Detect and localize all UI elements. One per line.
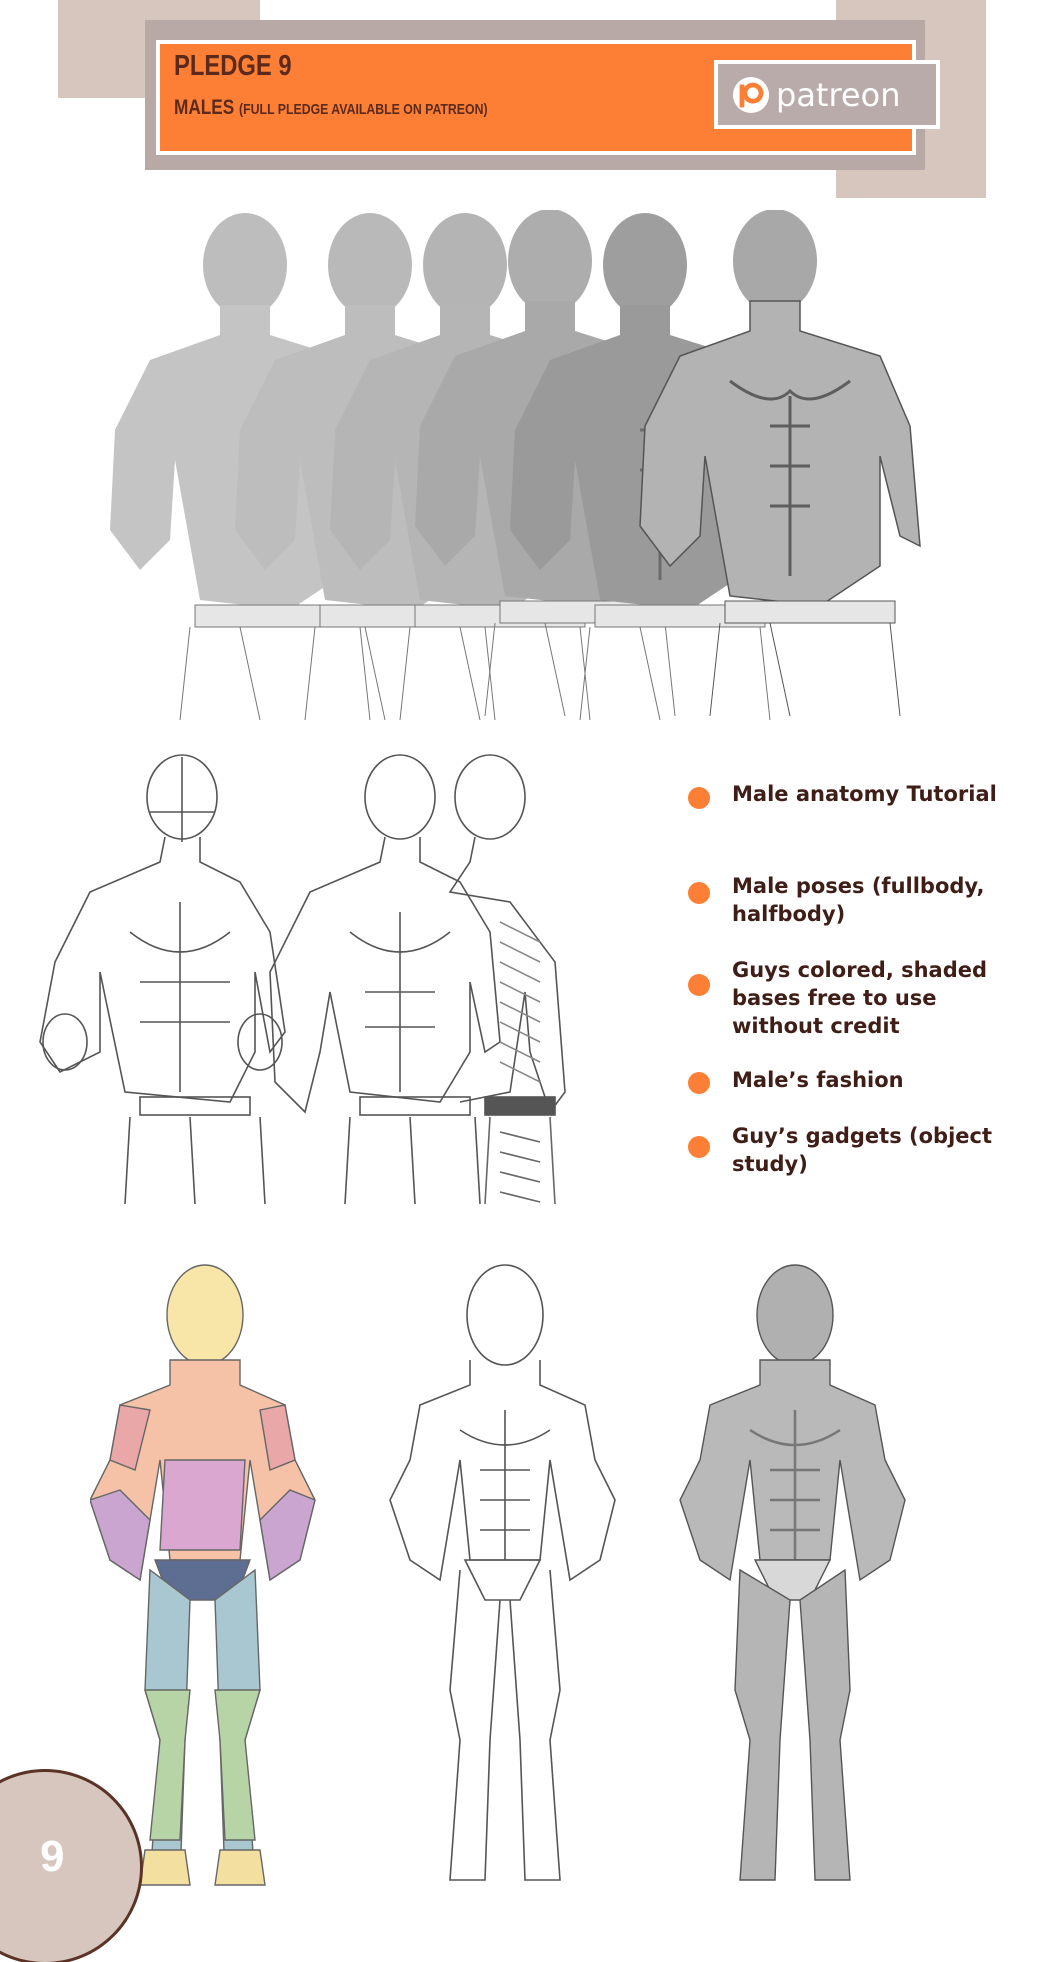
feature-text: Guy’s gadgets (object study): [732, 1124, 993, 1176]
pledge-title: PLEDGE 9: [174, 50, 292, 82]
feature-text: Male anatomy Tutorial: [732, 782, 997, 806]
bullet-icon: [688, 974, 710, 996]
page-number: 9: [40, 1832, 65, 1881]
pledge-subtitle-note: (FULL PLEDGE AVAILABLE ON PATREON): [239, 101, 488, 118]
pledge-subtitle-main: MALES: [174, 96, 235, 119]
bullet-icon: [688, 882, 710, 904]
pledge-subtitle: MALES (FULL PLEDGE AVAILABLE ON PATREON): [174, 96, 488, 120]
patreon-logo-icon: [732, 76, 770, 113]
patreon-brand-text: patreon: [776, 75, 901, 114]
torso-progression-illustration: [80, 210, 940, 720]
bullet-icon: [688, 787, 710, 809]
line-art-torsos-illustration: [30, 752, 610, 1204]
feature-text: Male poses (fullbody, halfbody): [732, 874, 985, 926]
patreon-badge[interactable]: patreon: [718, 64, 936, 125]
feature-text: Male’s fashion: [732, 1068, 904, 1092]
bullet-icon: [688, 1072, 710, 1094]
feature-text: Guys colored, shaded bases free to use w…: [732, 958, 988, 1038]
fullbody-figures-illustration: [90, 1260, 970, 1900]
bullet-icon: [688, 1136, 710, 1158]
